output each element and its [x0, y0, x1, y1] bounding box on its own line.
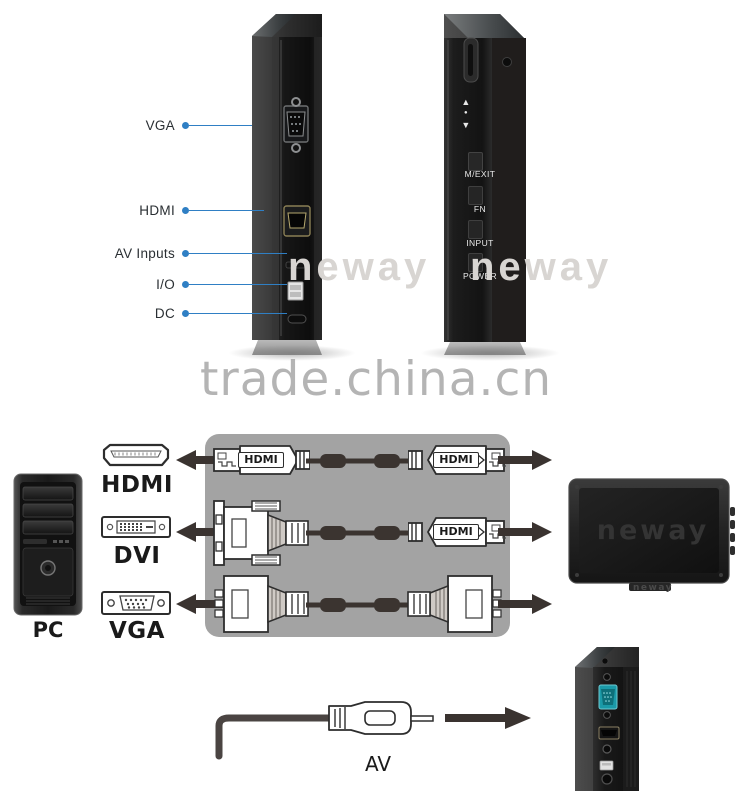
pc-tower-svg: [13, 473, 83, 616]
site-watermark: trade.china.cn: [200, 352, 553, 407]
callout-label-hdmi: HDMI: [139, 203, 175, 218]
callout-dot-vga: [182, 122, 189, 129]
neway-monitor: [567, 477, 739, 597]
dvi-port-label: DVI: [113, 543, 161, 569]
left-device-photo: [236, 10, 346, 355]
right-device-svg: [444, 14, 526, 355]
monitor-screen-watermark: neway: [596, 515, 710, 546]
right-device-photo: [430, 10, 550, 355]
button-fn-label: FN: [473, 204, 487, 214]
vga-row-right-arrow: [498, 593, 554, 615]
vga-port-icon: [100, 588, 172, 618]
button-fn[interactable]: [468, 186, 483, 205]
monitor-brand-label: neway: [633, 583, 673, 593]
pc-label: PC: [32, 618, 64, 642]
callout-dot-io: [182, 281, 189, 288]
side-ports-svg: [575, 647, 639, 791]
callout-leader-dc: [189, 313, 287, 314]
callout-label-dc: DC: [154, 306, 175, 321]
button-input-label: INPUT: [466, 238, 494, 248]
hdmi-row-cable: [306, 452, 418, 470]
av-cable-svg: [215, 701, 531, 760]
hdmi-port-label: HDMI: [101, 472, 173, 498]
dvi-row-left-arrow: [174, 521, 230, 543]
background-watermark-right: neway: [470, 245, 613, 289]
button-input[interactable]: [468, 220, 483, 239]
callout-label-io: I/O: [156, 277, 175, 292]
rocker-mid-icon[interactable]: ●: [463, 110, 469, 116]
hdmi-port-photo-small: [598, 726, 620, 740]
button-m-exit[interactable]: [468, 152, 483, 171]
av-input-port-photo: [285, 261, 309, 269]
io-switch-photo: [287, 281, 304, 301]
callout-dot-av-inputs: [182, 250, 189, 257]
callout-dot-dc: [182, 310, 189, 317]
left-device-shadow: [228, 345, 356, 361]
monitor-svg: [568, 478, 735, 591]
dvi-port-icon: [100, 513, 172, 541]
av-cable-row: [205, 700, 550, 760]
monitor-side-ports-photo: [565, 645, 665, 795]
callout-dot-hdmi: [182, 207, 189, 214]
vga-port-photo-small: [598, 684, 618, 710]
vga-port-label: VGA: [109, 618, 165, 644]
pc-tower-icon: [8, 472, 88, 617]
background-watermark-left: neway: [288, 245, 431, 289]
rocker-down-icon[interactable]: ▼: [461, 120, 471, 130]
rocker-up-icon[interactable]: ▲: [461, 97, 471, 107]
vga-row-cable: [306, 596, 418, 614]
left-device-svg: [252, 14, 322, 355]
hdmi-port-icon: [100, 443, 172, 469]
hdmi-row-right-arrow: [498, 449, 554, 471]
button-power[interactable]: [468, 253, 483, 272]
vga-row-left-connector: [210, 572, 310, 636]
vga-port-photo: [283, 97, 309, 153]
dvi-row-right-arrow: [498, 521, 554, 543]
hdmi-row-right-connector-label: HDMI: [433, 452, 479, 468]
callout-leader-hdmi: [189, 210, 264, 211]
callout-leader-av-inputs: [189, 253, 287, 254]
navigation-rocker[interactable]: [463, 37, 479, 83]
button-power-label: POWER: [462, 271, 498, 281]
dvi-row-right-connector-label: HDMI: [433, 524, 479, 540]
hdmi-row-left-connector-label: HDMI: [238, 452, 284, 468]
av-connector-label: AV: [364, 752, 392, 776]
dvi-row-cable: [306, 524, 418, 542]
right-device-shadow: [420, 345, 560, 361]
dc-power-port-photo: [287, 314, 307, 324]
callout-leader-vga: [189, 125, 252, 126]
callout-leader-io: [189, 284, 287, 285]
button-m-exit-label: M/EXIT: [464, 169, 496, 179]
vga-row-left-arrow: [174, 593, 230, 615]
vga-row-right-connector: [406, 572, 506, 636]
hdmi-row-left-arrow: [174, 449, 230, 471]
callout-label-av-inputs: AV Inputs: [114, 246, 175, 261]
dvi-row-left-connector: [210, 497, 310, 569]
callout-label-vga: VGA: [145, 118, 175, 133]
hdmi-port-photo: [283, 205, 311, 237]
